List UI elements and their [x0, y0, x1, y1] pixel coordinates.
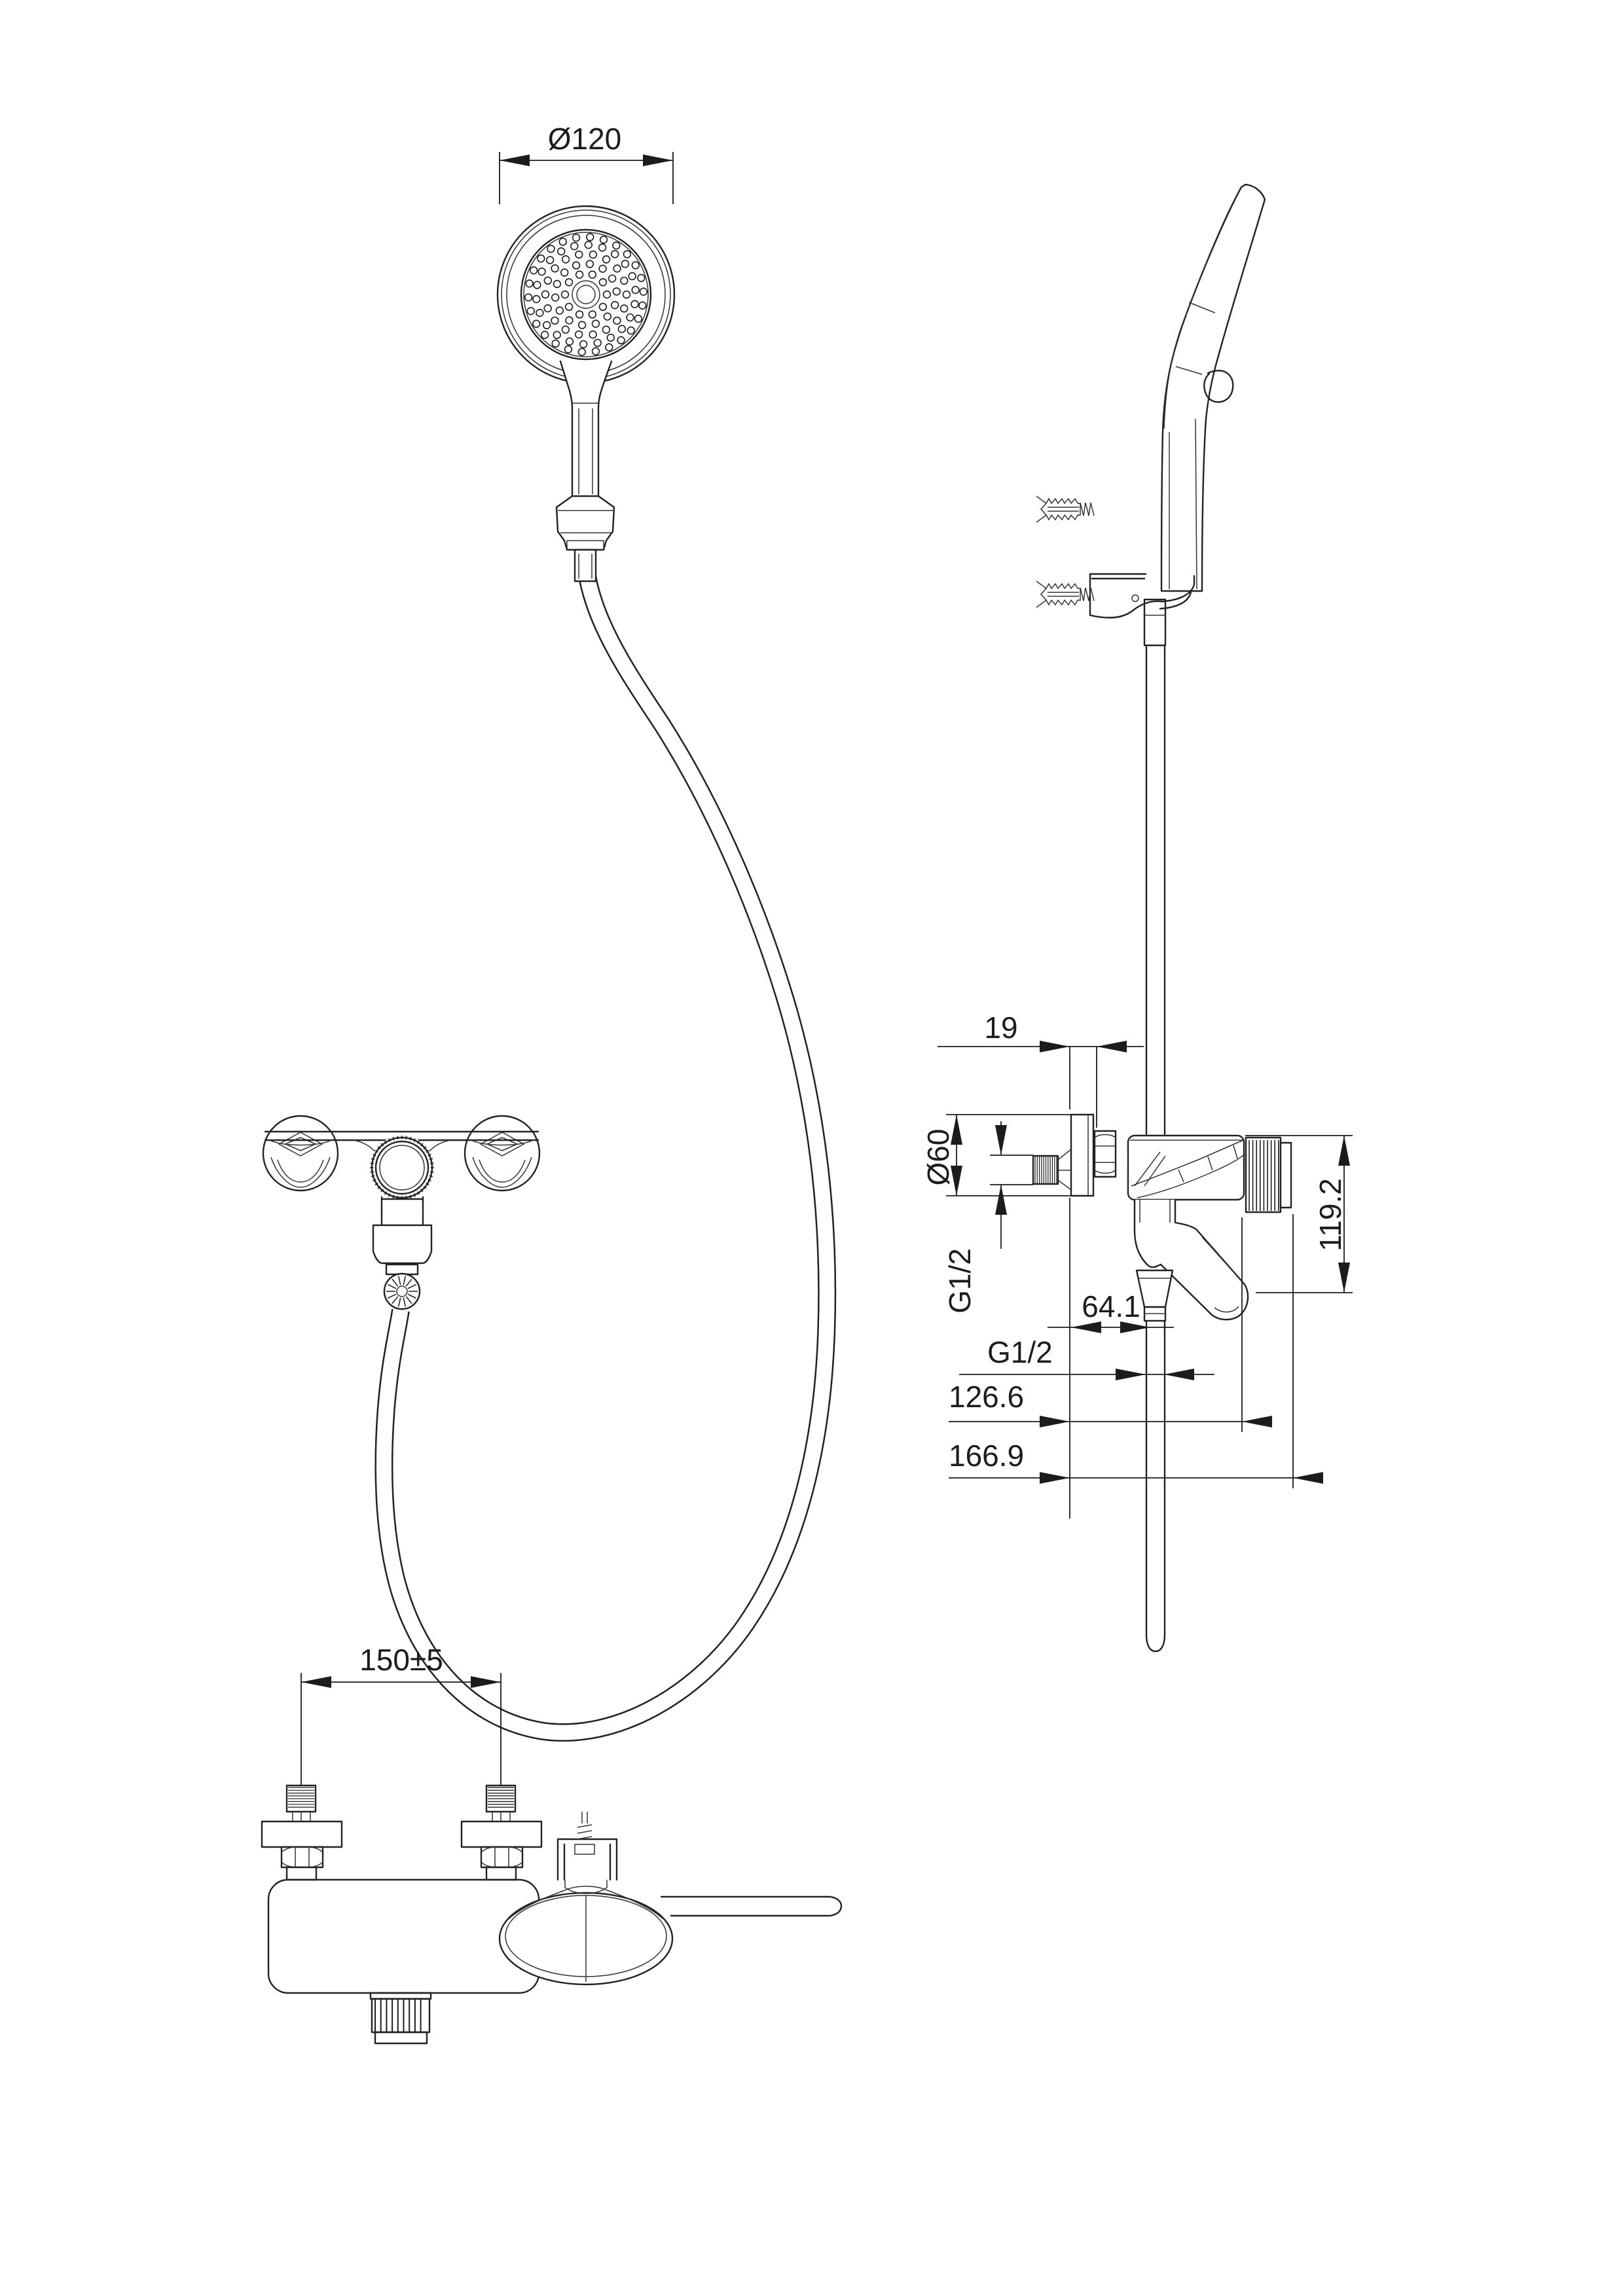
side-view-dimensions: 19 Ø60 G1/2 119.2 64.1 G1/2 126.6 166.9 — [921, 1011, 1353, 1518]
knob-knurling — [1249, 1140, 1279, 1211]
dim-label-119-2: 119.2 — [1313, 1178, 1347, 1251]
dim-inlet-spacing: 150±5 — [301, 1643, 501, 1785]
mixer-front-view — [262, 1115, 541, 1310]
outlet-spokes — [386, 1276, 418, 1307]
mixer-top-view — [261, 1784, 843, 2045]
dim-label-166-9: 166.9 — [949, 1439, 1024, 1473]
dim-label-dia60: Ø60 — [921, 1129, 955, 1186]
dim-label-g12-inlet: G1/2 — [943, 1248, 977, 1314]
mixer-side-view — [1032, 1113, 1292, 1322]
outlet-ribs — [374, 1999, 422, 2032]
dimension-arrowheads — [301, 154, 1350, 1688]
inlet-thread-hatch — [1034, 1157, 1057, 1183]
dim-shower-head-diameter: Ø120 — [499, 122, 674, 204]
dim-label-150: 150±5 — [359, 1643, 443, 1677]
handshower-side-view — [1160, 183, 1266, 592]
nozzle-dots — [524, 233, 648, 356]
wall-anchor-upper — [1036, 495, 1095, 523]
handshower-front-view — [496, 205, 676, 583]
ring-knurling — [370, 1136, 434, 1200]
hanging-loop — [1203, 369, 1234, 403]
dim-label-126-6: 126.6 — [949, 1380, 1024, 1414]
dim-label-19: 19 — [984, 1011, 1017, 1045]
inlet-thread-hatch-right — [488, 1787, 514, 1808]
wall-anchor-lower — [1036, 581, 1095, 608]
holder-bracket-top-view — [556, 1812, 618, 1894]
dim-label-64-1: 64.1 — [1082, 1289, 1140, 1323]
dim-label-g12-hose: G1/2 — [987, 1335, 1053, 1369]
hose-front-view — [374, 574, 837, 1742]
dim-label-dia120: Ø120 — [548, 122, 622, 156]
hose-side-view — [1143, 598, 1167, 1653]
